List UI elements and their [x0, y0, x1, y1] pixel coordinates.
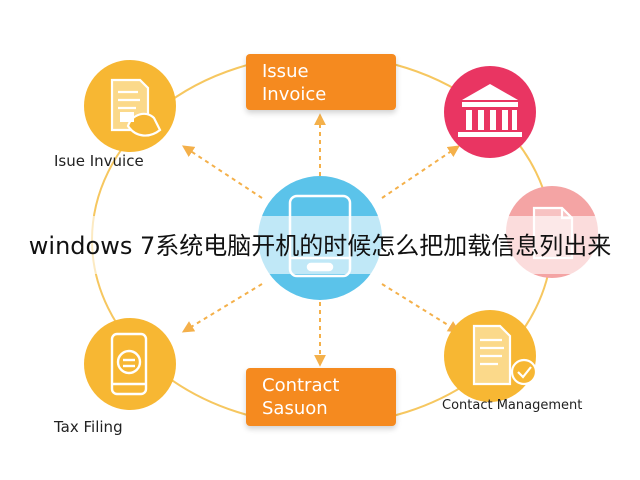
- isue-invuice-node: [84, 60, 176, 152]
- arrow-upper-left: [181, 145, 263, 199]
- arrow-lower-right: [381, 283, 461, 333]
- connector-arrows: [181, 113, 461, 367]
- invoice-hand-icon: [110, 78, 162, 137]
- bank-node: [444, 66, 536, 158]
- bank-icon: [458, 84, 522, 137]
- contract-line1: Contract: [262, 375, 340, 396]
- isue-invuice-label: Isue Invuice: [54, 152, 144, 170]
- arrow-upper-right: [381, 145, 460, 199]
- title-banner: [0, 216, 640, 274]
- title-banner-text: windows 7系统电脑开机的时候怎么把加载信息列出来: [28, 232, 612, 260]
- contact-management-label: Contact Management: [442, 398, 583, 413]
- issue-invoice-box: Issue Invoice: [246, 54, 396, 110]
- issue-invoice-line1: Issue: [262, 61, 309, 82]
- arrow-lower-left: [181, 283, 263, 333]
- contract-box: Contract Sasuon: [246, 368, 396, 426]
- tax-filing-label: Tax Filing: [54, 418, 123, 436]
- tax-filing-node: [84, 318, 176, 410]
- contract-check-icon: [472, 324, 538, 386]
- contact-management-node: [444, 310, 538, 402]
- contract-line2: Sasuon: [262, 398, 328, 419]
- issue-invoice-line2: Invoice: [262, 84, 327, 105]
- phone-coin-icon: [110, 332, 148, 396]
